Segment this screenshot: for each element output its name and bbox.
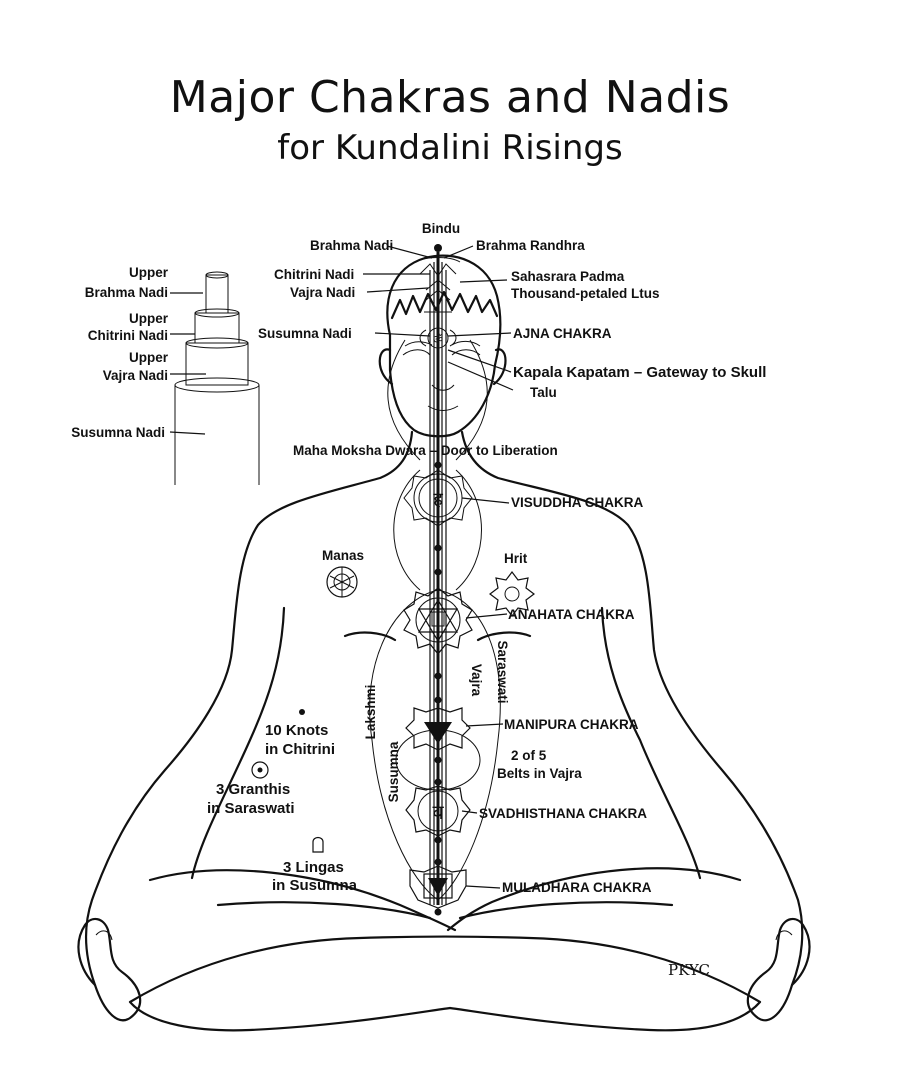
inset-brahma-nadi-label: Brahma Nadi: [85, 285, 168, 300]
right-calf: [458, 901, 674, 920]
right-pectoral: [476, 631, 532, 642]
label-thousand-petaled: Thousand-petaled Ltus: [511, 286, 660, 301]
left-eye: [402, 349, 431, 356]
label-visuddha-chakra: VISUDDHA CHAKRA: [511, 495, 644, 510]
right-arm-inner: [600, 606, 702, 880]
linga-marker: [312, 836, 324, 853]
label-brahma-nadi: Brahma Nadi: [310, 238, 393, 253]
left-arm-inner: [190, 606, 286, 880]
right-ear: [492, 348, 507, 386]
visuddha-glyph: ह: [433, 489, 443, 510]
label-susumna-nadi: Susumna Nadi: [258, 326, 352, 341]
inset-susumna-tube: [174, 385, 260, 485]
left-hand: [77, 917, 142, 1022]
label-manipura-chakra: MANIPURA CHAKRA: [504, 717, 639, 732]
sahasrara-chakra: [415, 257, 461, 313]
label-maha-moksha: Maha Moksha Dwara – Door to Liberation: [293, 443, 558, 458]
left-ear: [378, 348, 394, 386]
label-talu: Talu: [530, 385, 557, 400]
label-in-susumna: in Susumna: [272, 877, 358, 894]
central-nadis: [429, 244, 447, 916]
artist-signature: PKYC: [668, 961, 710, 979]
visuddha-sheath-left: [393, 469, 421, 591]
label-bindu: Bindu: [422, 221, 460, 236]
label-sahasrara: Sahasrara Padma: [511, 269, 625, 284]
right-leg: [446, 867, 742, 932]
label-2-of-5: 2 of 5: [511, 748, 547, 763]
leader-lines: [363, 244, 514, 889]
right-hand: [746, 917, 811, 1022]
ajna-chakra: ॐ: [419, 327, 457, 349]
ajna-sheath-right: [455, 339, 488, 461]
label-anahata-chakra: ANAHATA CHAKRA: [508, 607, 635, 622]
inset-vajra-tube: [185, 342, 249, 386]
inset-upper-label: Upper: [129, 350, 169, 365]
visuddha-sheath-right: [455, 469, 482, 591]
hrit-chakra: [489, 571, 535, 617]
label-in-chitrini: in Chitrini: [265, 741, 335, 758]
label-svadhisthana-chakra: SVADHISTHANA CHAKRA: [479, 806, 647, 821]
label-muladhara-chakra: MULADHARA CHAKRA: [502, 880, 652, 895]
nadi-cross-section-inset: Upper Brahma Nadi Upper Chitrini Nadi Up…: [71, 265, 260, 485]
label-vajra-nadi: Vajra Nadi: [290, 285, 355, 300]
label-3-granthis: 3 Granthis: [216, 781, 290, 798]
inset-brahma-tube: [205, 274, 229, 314]
label-in-saraswati: in Saraswati: [207, 800, 295, 817]
svadhisthana-glyph: व: [432, 800, 444, 824]
label-saraswati-vertical: Saraswati: [495, 640, 510, 703]
label-brahma-randhra: Brahma Randhra: [476, 238, 585, 253]
diagram-title: Major Chakras and Nadis: [169, 72, 731, 123]
label-lakshmi: Lakshmi: [363, 685, 378, 740]
label-belts-in-vajra: Belts in Vajra: [497, 766, 582, 781]
inset-upper-label: Upper: [129, 311, 169, 326]
torso-right: [460, 430, 804, 987]
knot-marker: [299, 709, 305, 715]
svadhisthana-chakra: व: [405, 785, 471, 837]
inset-upper-label: Upper: [129, 265, 169, 280]
diagram-subtitle: for Kundalini Risings: [277, 128, 623, 168]
inset-susumna-nadi-label: Susumna Nadi: [71, 425, 165, 440]
label-hrit: Hrit: [504, 551, 528, 566]
label-susumna-vertical: Susumna: [386, 741, 401, 802]
torso-left: [85, 430, 414, 987]
inset-chitrini-nadi-label: Chitrini Nadi: [88, 328, 168, 343]
label-kapala-kapatam: Kapala Kapatam – Gateway to Skull: [513, 364, 766, 381]
left-leg: [148, 869, 457, 932]
label-3-lingas: 3 Lingas: [283, 859, 344, 876]
left-calf: [216, 901, 432, 920]
ajna-sheath-left: [387, 339, 421, 461]
nose: [431, 384, 455, 391]
manipura-chakra: [405, 707, 471, 751]
anahata-chakra: [403, 587, 473, 655]
inset-vajra-nadi-label: Vajra Nadi: [103, 368, 168, 383]
mouth: [427, 405, 459, 411]
label-ajna-chakra: AJNA CHAKRA: [513, 326, 612, 341]
manas-chakra: [326, 566, 358, 598]
label-manas: Manas: [322, 548, 364, 563]
hairline: [390, 290, 499, 320]
lap-bottom: [128, 935, 762, 1032]
granthi-marker: [251, 761, 269, 779]
label-vajra-vertical: Vajra: [469, 664, 484, 697]
label-10-knots: 10 Knots: [265, 722, 328, 739]
label-chitrini-nadi: Chitrini Nadi: [274, 267, 354, 282]
ajna-glyph: ॐ: [433, 333, 443, 346]
left-pectoral: [343, 631, 397, 642]
labels: Bindu Brahma Nadi Brahma Randhra Chitrin…: [207, 221, 766, 979]
muladhara-chakra: [409, 865, 467, 909]
